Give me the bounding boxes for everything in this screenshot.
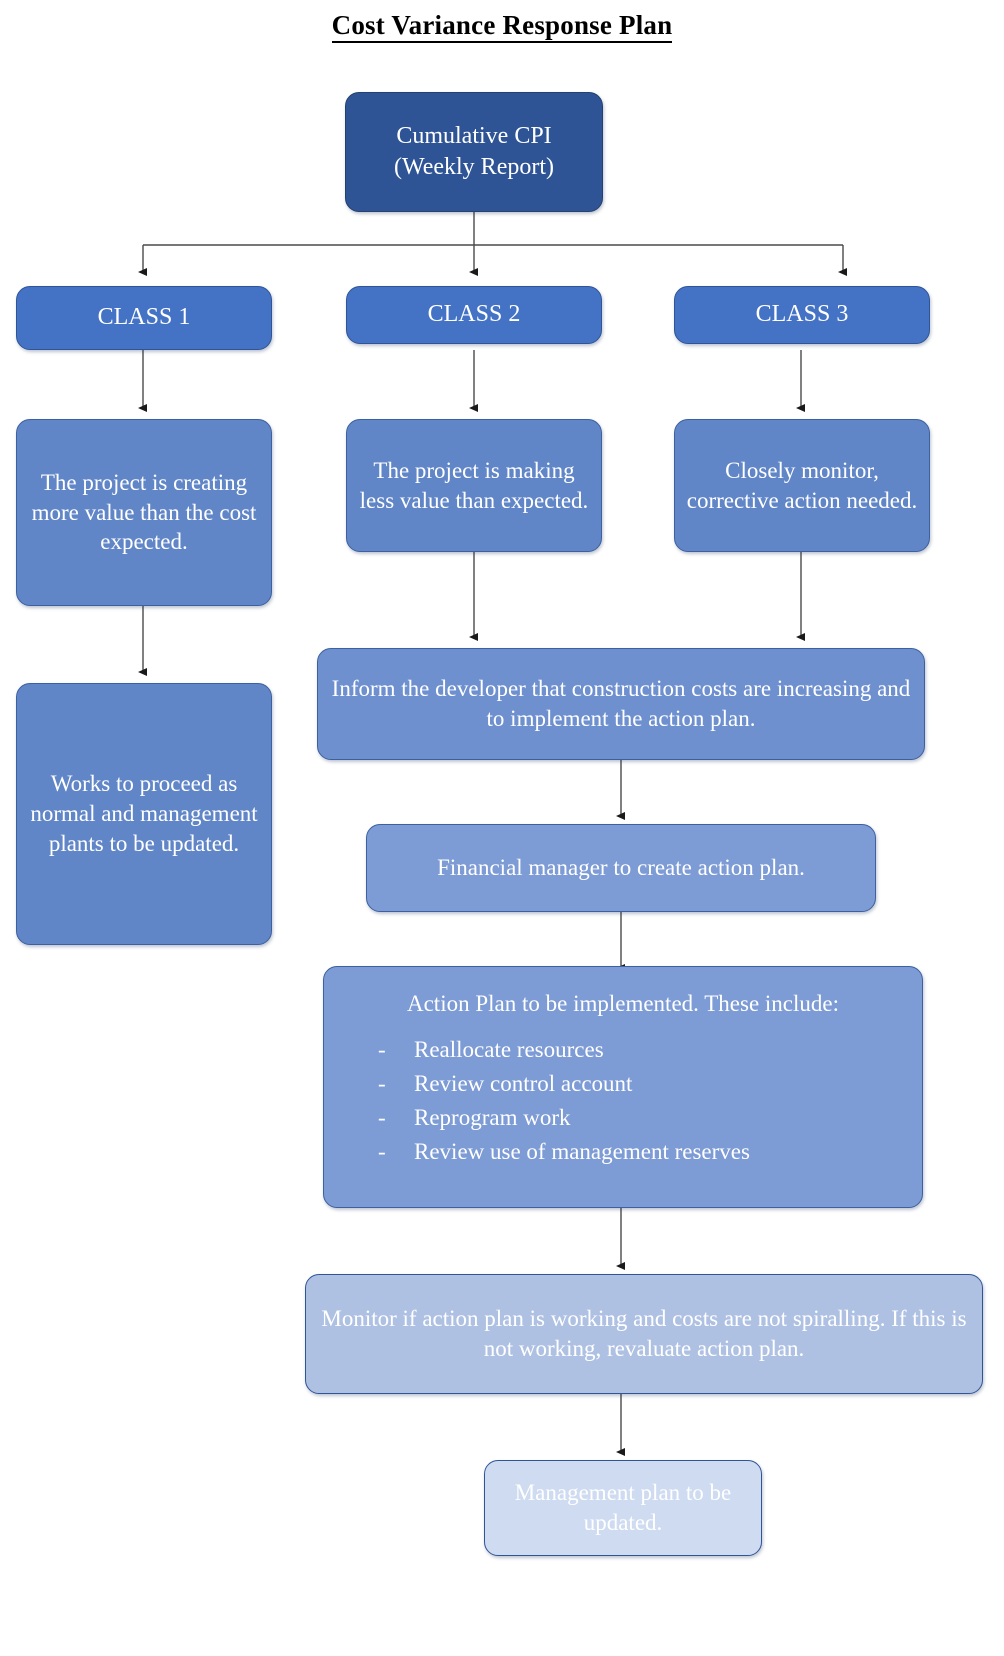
node-cumulative-cpi[interactable]: Cumulative CPI (Weekly Report) — [345, 92, 603, 212]
node-management-plan-text: Management plan to be updated. — [514, 1480, 732, 1535]
list-item: - Review control account — [378, 1069, 922, 1099]
list-item-label: Reallocate resources — [414, 1036, 604, 1062]
list-item: - Reprogram work — [378, 1103, 922, 1133]
node-monitor-action-plan[interactable]: Monitor if action plan is working and co… — [305, 1274, 983, 1394]
bullet-marker: - — [378, 1070, 386, 1096]
node-class-3-description[interactable]: Closely monitor, corrective action neede… — [674, 419, 930, 552]
node-class-1-description-text: The project is creating more value than … — [31, 469, 257, 555]
node-action-plan-heading: Action Plan to be implemented. These inc… — [406, 991, 839, 1016]
bullet-marker: - — [378, 1104, 386, 1130]
bullet-marker: - — [378, 1036, 386, 1062]
node-class-3-label: CLASS 3 — [755, 301, 849, 328]
node-management-plan[interactable]: Management plan to be updated. — [484, 1460, 762, 1556]
bullet-marker: - — [378, 1138, 386, 1164]
node-class-1-action-text: Works to proceed as normal and managemen… — [30, 771, 258, 856]
node-action-plan[interactable]: Action Plan to be implemented. These inc… — [323, 966, 923, 1208]
node-cumulative-cpi-line1: Cumulative CPI — [396, 122, 552, 149]
node-class-2[interactable]: CLASS 2 — [346, 286, 602, 344]
node-class-1[interactable]: CLASS 1 — [16, 286, 272, 350]
node-inform-developer-text: Inform the developer that construction c… — [331, 676, 911, 731]
node-cumulative-cpi-line2: (Weekly Report) — [393, 154, 554, 180]
node-financial-manager-text: Financial manager to create action plan. — [437, 855, 805, 881]
node-inform-developer[interactable]: Inform the developer that construction c… — [317, 648, 925, 760]
node-monitor-action-plan-text: Monitor if action plan is working and co… — [321, 1306, 967, 1361]
node-class-2-description[interactable]: The project is making less value than ex… — [346, 419, 602, 552]
node-class-2-description-text: The project is making less value than ex… — [359, 457, 589, 513]
page-title: Cost Variance Response Plan — [0, 10, 1004, 43]
node-class-3[interactable]: CLASS 3 — [674, 286, 930, 344]
list-item: - Review use of management reserves — [378, 1137, 922, 1167]
page-title-text: Cost Variance Response Plan — [331, 10, 673, 43]
action-plan-list: - Reallocate resources - Review control … — [324, 1031, 922, 1171]
node-financial-manager[interactable]: Financial manager to create action plan. — [366, 824, 876, 912]
list-item: - Reallocate resources — [378, 1035, 922, 1065]
list-item-label: Reprogram work — [414, 1104, 571, 1130]
node-class-2-label: CLASS 2 — [427, 301, 521, 328]
node-class-3-description-text: Closely monitor, corrective action neede… — [686, 457, 918, 513]
node-class-1-action[interactable]: Works to proceed as normal and managemen… — [16, 683, 272, 945]
node-class-1-label: CLASS 1 — [97, 304, 191, 331]
node-class-1-description[interactable]: The project is creating more value than … — [16, 419, 272, 606]
list-item-label: Review use of management reserves — [414, 1138, 750, 1164]
list-item-label: Review control account — [414, 1070, 633, 1096]
